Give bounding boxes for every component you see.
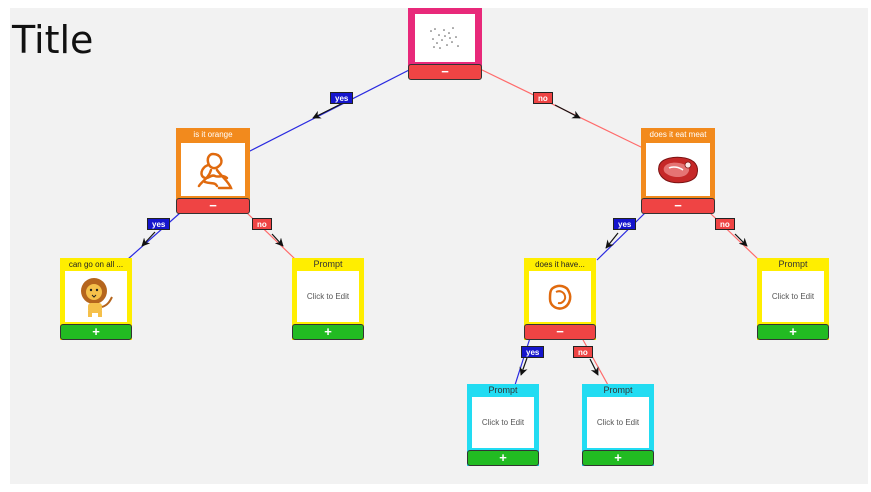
- prompt-bottom-right-expand-button[interactable]: +: [582, 450, 654, 466]
- edge-label-meat-no[interactable]: no: [715, 218, 735, 230]
- prompt-left-label[interactable]: Prompt: [313, 259, 343, 269]
- edge-meat-yes: [596, 212, 646, 261]
- edge-have-no: [581, 337, 609, 386]
- have-question-label[interactable]: does it have...: [535, 260, 585, 269]
- edge-orange-yes: [127, 212, 181, 260]
- lion-icon: [81, 277, 113, 317]
- arrow-root-yes: [312, 101, 346, 119]
- scribble-icon: [430, 27, 459, 49]
- edge-label-have-yes[interactable]: yes: [521, 346, 545, 358]
- root-collapse-button[interactable]: −: [408, 64, 482, 80]
- prompt-bottom-right-node[interactable]: Prompt Click to Edit +: [582, 384, 654, 466]
- prompt-left-expand-button[interactable]: +: [292, 324, 364, 340]
- prompt-bottom-left-expand-button[interactable]: +: [467, 450, 539, 466]
- edge-label-meat-yes[interactable]: yes: [613, 218, 637, 230]
- lion-leaf-node[interactable]: can go on all ... +: [60, 258, 132, 340]
- have-collapse-button[interactable]: −: [524, 324, 596, 340]
- prompt-right-body[interactable]: Click to Edit: [762, 271, 824, 322]
- arrow-meat-no: [734, 233, 748, 247]
- edge-label-have-no[interactable]: no: [573, 346, 593, 358]
- prompt-right-node[interactable]: Prompt Click to Edit +: [757, 258, 829, 340]
- prompt-left-body[interactable]: Click to Edit: [297, 271, 359, 322]
- orange-question-node[interactable]: is it orange −: [176, 128, 250, 214]
- prompt-right-expand-button[interactable]: +: [757, 324, 829, 340]
- orange-octopus-icon: [197, 152, 233, 189]
- page-title: Title: [12, 18, 94, 62]
- prompt-right-label[interactable]: Prompt: [778, 259, 808, 269]
- edge-label-root-no[interactable]: no: [533, 92, 553, 104]
- steak-icon: [658, 156, 698, 183]
- prompt-bottom-right-label[interactable]: Prompt: [603, 385, 633, 395]
- orange-question-image[interactable]: [181, 143, 245, 196]
- have-question-node[interactable]: does it have... −: [524, 258, 596, 340]
- prompt-left-node[interactable]: Prompt Click to Edit +: [292, 258, 364, 340]
- meat-question-node[interactable]: does it eat meat −: [641, 128, 715, 214]
- edge-label-root-yes[interactable]: yes: [330, 92, 354, 104]
- meat-question-image[interactable]: [646, 143, 710, 196]
- arrow-meat-yes: [605, 232, 619, 249]
- root-image[interactable]: [415, 14, 475, 62]
- edge-root-yes: [247, 67, 414, 153]
- decision-tree-canvas[interactable]: Title − yes no is it orange: [10, 8, 868, 484]
- lion-leaf-label[interactable]: can go on all ...: [68, 260, 124, 269]
- prompt-bottom-right-body[interactable]: Click to Edit: [587, 397, 649, 448]
- arrow-orange-no: [271, 233, 284, 247]
- arrow-root-no: [554, 104, 581, 119]
- edge-label-orange-yes[interactable]: yes: [147, 218, 171, 230]
- orange-collapse-button[interactable]: −: [176, 198, 250, 214]
- prompt-bottom-left-node[interactable]: Prompt Click to Edit +: [467, 384, 539, 466]
- edge-label-orange-no[interactable]: no: [252, 218, 272, 230]
- arrow-orange-yes: [141, 231, 156, 247]
- meat-collapse-button[interactable]: −: [641, 198, 715, 214]
- orange-question-label[interactable]: is it orange: [193, 130, 233, 139]
- arrow-have-yes: [519, 357, 528, 376]
- lion-expand-button[interactable]: +: [60, 324, 132, 340]
- prompt-bottom-left-label[interactable]: Prompt: [488, 385, 518, 395]
- arrow-have-no: [589, 358, 599, 376]
- prompt-bottom-left-body[interactable]: Click to Edit: [472, 397, 534, 448]
- lion-leaf-image[interactable]: [65, 271, 127, 322]
- meat-question-label[interactable]: does it eat meat: [649, 130, 707, 139]
- orange-blob-icon: [548, 284, 572, 310]
- root-node[interactable]: −: [408, 8, 482, 86]
- edge-have-yes: [514, 337, 531, 386]
- have-question-image[interactable]: [529, 271, 591, 322]
